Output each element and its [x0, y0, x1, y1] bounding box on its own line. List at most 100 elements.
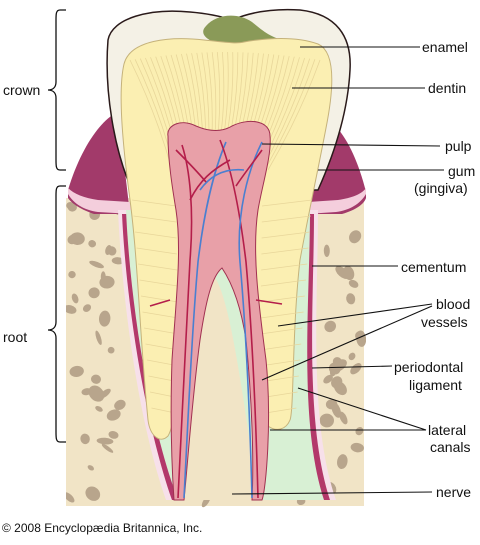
- bone-spot: [82, 304, 92, 312]
- bone-spot: [324, 320, 337, 333]
- periodontal-leader: [311, 365, 393, 369]
- bone-spot: [328, 362, 341, 375]
- bone-spot: [343, 265, 355, 281]
- dentin-tubule: [260, 311, 304, 319]
- bone-spot: [98, 310, 111, 327]
- bone-spot: [100, 271, 106, 283]
- blood-vessel: [255, 299, 283, 305]
- label-canals: canals: [430, 439, 471, 455]
- dentin-tubule: [142, 311, 179, 319]
- dentin-tubule: [260, 295, 305, 303]
- crown-brace: [47, 9, 66, 171]
- dentin-tubule: [134, 231, 177, 239]
- bone-spot: [356, 330, 366, 347]
- label-periodontal: periodontal: [394, 359, 464, 375]
- label-root: root: [3, 329, 28, 345]
- label-blood: blood: [436, 296, 471, 312]
- bone-spot: [95, 406, 103, 412]
- bone-spot: [323, 374, 333, 384]
- dentin-tubule: [261, 263, 308, 271]
- bone-spot: [333, 381, 347, 396]
- bone-spot: [69, 365, 84, 377]
- blood-vessel: [235, 149, 263, 187]
- dentin-tubule: [131, 199, 177, 207]
- dentin-tubule: [265, 59, 316, 170]
- label-gum: gum: [448, 163, 476, 179]
- bone-spot: [89, 260, 104, 269]
- copyright-credit: © 2008 Encyclopædia Britannica, Inc.: [2, 521, 203, 535]
- blood-vessels-leader: [261, 305, 433, 381]
- lateral-canals-leader: [297, 387, 427, 431]
- dentin-tubule: [137, 263, 178, 271]
- blood-vessel: [149, 299, 171, 307]
- label-enamel: enamel: [422, 39, 468, 55]
- dentin-tubule: [140, 295, 178, 303]
- dentin-tubule: [261, 247, 309, 255]
- label-ligament: ligament: [409, 377, 462, 393]
- dentin-tubule: [139, 279, 178, 287]
- bone-spot: [88, 240, 97, 248]
- pulp-leader: [261, 143, 441, 147]
- bone-spot: [355, 427, 364, 436]
- bone-spot: [91, 374, 101, 384]
- bone-spot: [107, 246, 117, 256]
- bone-spot: [114, 399, 126, 411]
- bone-spot: [85, 486, 101, 501]
- blood-vessel: [175, 149, 207, 183]
- label-vessels: vessels: [421, 314, 468, 330]
- bone-spot: [96, 437, 114, 445]
- dentin-tubule: [136, 247, 177, 255]
- blood-vessel: [238, 141, 263, 499]
- label-cementum: cementum: [401, 259, 467, 275]
- blood-vessel: [189, 159, 231, 201]
- bone-spot: [80, 433, 90, 445]
- bone-spot: [346, 293, 356, 305]
- bone-spot: [67, 202, 77, 212]
- dentin-tubule: [133, 215, 177, 223]
- blood-vessel: [183, 141, 227, 499]
- dentin-tubule: [261, 215, 311, 223]
- label-pulp: pulp: [445, 138, 472, 154]
- label-gingiva: (gingiva): [414, 180, 468, 196]
- bone-spot: [66, 492, 75, 503]
- gum: [68, 112, 130, 214]
- label-crown: crown: [3, 82, 41, 98]
- bone-spot: [88, 287, 100, 299]
- dentin-tubule: [261, 199, 313, 207]
- bone-spot: [348, 352, 356, 361]
- bone-spot: [87, 465, 94, 471]
- blood-vessel: [219, 139, 259, 499]
- dentin-tubule: [260, 327, 303, 335]
- bone-spot: [339, 411, 348, 425]
- bone-spot: [319, 413, 334, 428]
- bone-spot: [323, 244, 330, 257]
- bone-spot: [95, 330, 102, 345]
- dentin-tubule: [260, 343, 302, 351]
- bone-spot: [68, 270, 76, 279]
- nerve-leader: [231, 491, 433, 495]
- root-brace: [47, 185, 66, 443]
- blood-vessels-leader: [277, 303, 433, 327]
- bone-spot: [337, 454, 348, 470]
- bone-spot: [66, 304, 77, 314]
- label-nerve: nerve: [436, 484, 472, 500]
- label-dentin: dentin: [428, 80, 467, 96]
- dentin-tubule: [267, 59, 321, 171]
- bone-spot: [111, 257, 125, 265]
- dentin-tubule: [143, 327, 179, 335]
- bone-spot: [106, 409, 121, 421]
- bone-spot: [331, 402, 342, 418]
- bone-spot: [101, 443, 114, 453]
- bone-spot: [350, 363, 362, 375]
- bone-spot: [108, 431, 119, 439]
- dentin-tubule: [261, 231, 310, 239]
- bone-spot: [67, 234, 78, 245]
- dentin-tubule: [260, 279, 307, 287]
- bone-spot: [349, 230, 362, 244]
- bone-spot: [71, 293, 79, 304]
- blood-vessel: [177, 144, 193, 499]
- blood-vessel: [199, 168, 245, 191]
- bone-spot: [350, 442, 364, 453]
